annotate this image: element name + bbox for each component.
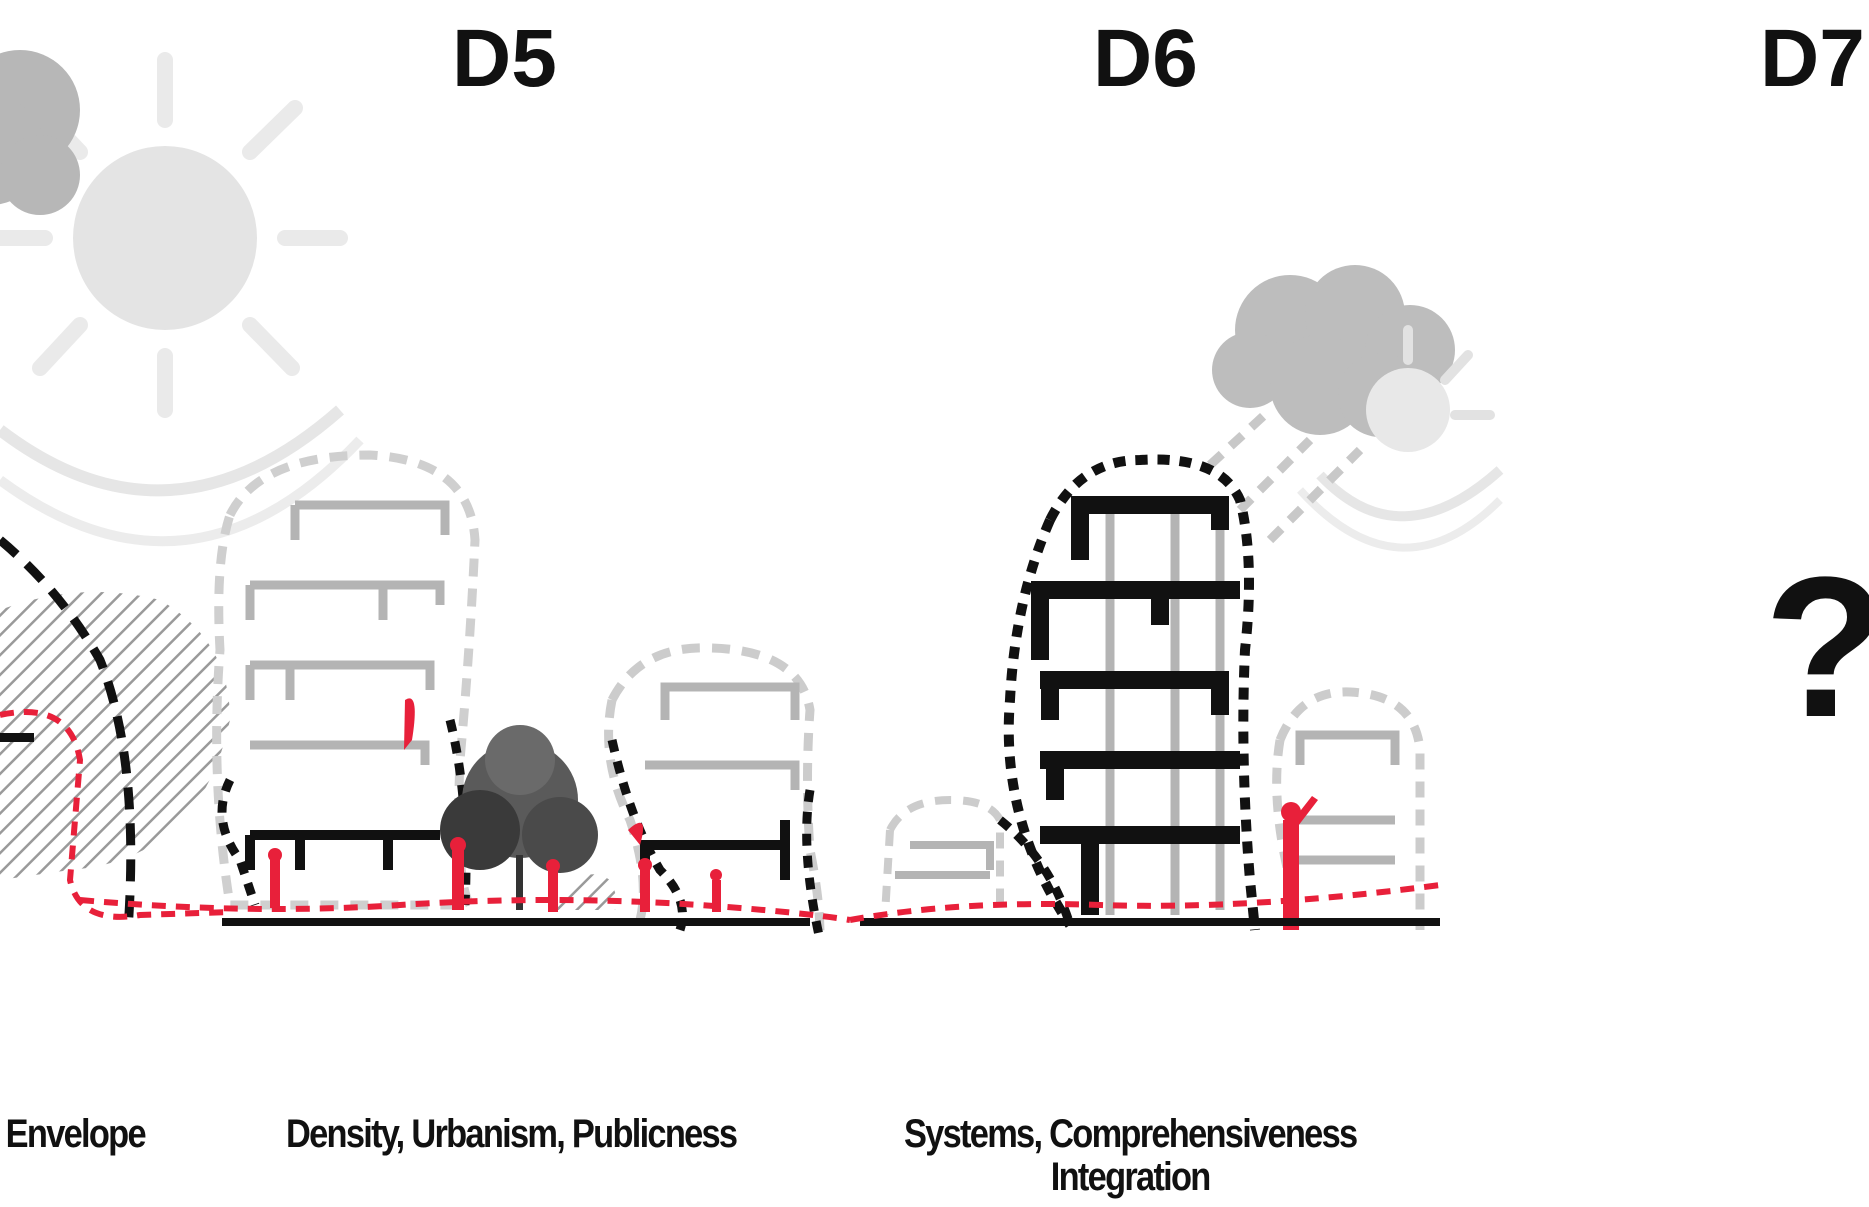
caption-d4: . Envelope	[0, 1112, 147, 1156]
tree-icon	[440, 725, 617, 910]
sun-icon	[1297, 325, 1504, 552]
caption-d6: Systems, Comprehensiveness Integration	[904, 1112, 1358, 1200]
heading-d5: D5	[452, 13, 557, 104]
heading-d6: D6	[1093, 13, 1198, 104]
d6-section	[849, 265, 1504, 931]
d4-partial-section	[0, 50, 364, 931]
unknown-mark: ?	[1764, 548, 1869, 748]
person-icon	[268, 698, 722, 912]
caption-d5: Density, Urbanism, Publicness	[286, 1112, 738, 1156]
cloud-icon	[0, 50, 80, 215]
sun-icon	[0, 52, 364, 547]
caption-d6-line2: Integration	[1050, 1155, 1212, 1200]
caption-d6-line1: Systems, Comprehensiveness	[904, 1112, 1358, 1156]
d5-section	[79, 450, 851, 941]
heading-d7: D7	[1760, 13, 1865, 104]
